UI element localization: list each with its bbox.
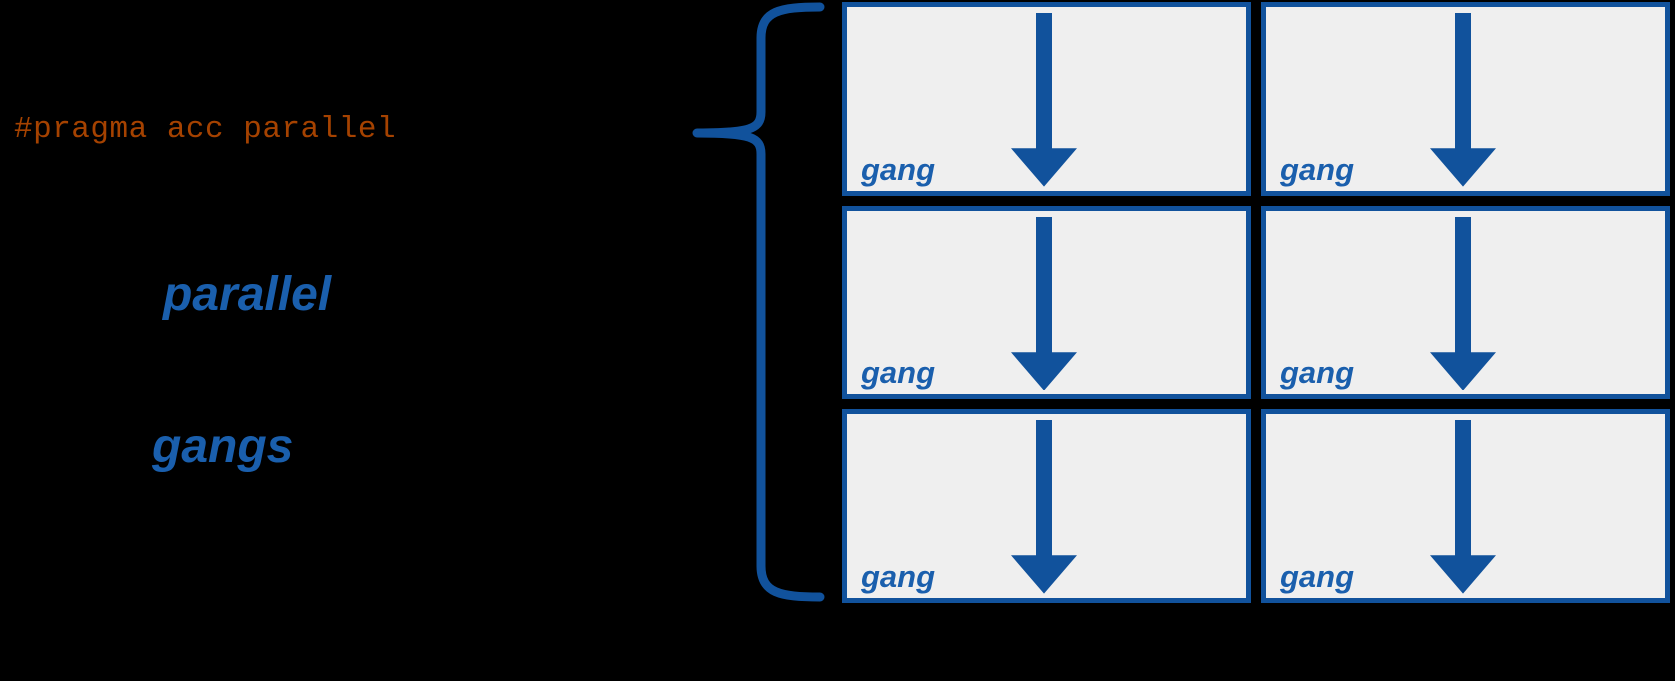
down-arrow-icon: [1429, 420, 1496, 594]
gang-cell-label: gang: [1280, 355, 1355, 391]
curly-brace-shape: [692, 2, 825, 602]
gang-grid: gang gang gang gang: [842, 2, 1670, 603]
gang-cell: gang: [1261, 2, 1670, 196]
down-arrow-icon: [1429, 13, 1496, 187]
gang-cell: gang: [842, 205, 1251, 400]
keyword-gangs-label: gangs: [152, 420, 294, 473]
keyword-parallel-label: parallel: [163, 268, 332, 321]
down-arrow-icon: [1010, 420, 1077, 594]
gang-cell: gang: [842, 2, 1251, 196]
gang-cell-label: gang: [1280, 559, 1355, 594]
curly-brace-icon: [660, 0, 840, 676]
gang-cell-label: gang: [1280, 151, 1355, 187]
gang-cell: gang: [1261, 409, 1670, 603]
gang-cell-label: gang: [861, 559, 936, 594]
pragma-directive-text: #pragma acc parallel: [14, 112, 397, 147]
down-arrow-icon: [1429, 216, 1496, 391]
down-arrow-icon: [1010, 216, 1077, 391]
gang-cell-label: gang: [861, 355, 936, 391]
gang-cell: gang: [842, 409, 1251, 603]
gang-cell-label: gang: [861, 151, 936, 187]
gang-cell: gang: [1261, 205, 1670, 400]
down-arrow-icon: [1010, 13, 1077, 187]
